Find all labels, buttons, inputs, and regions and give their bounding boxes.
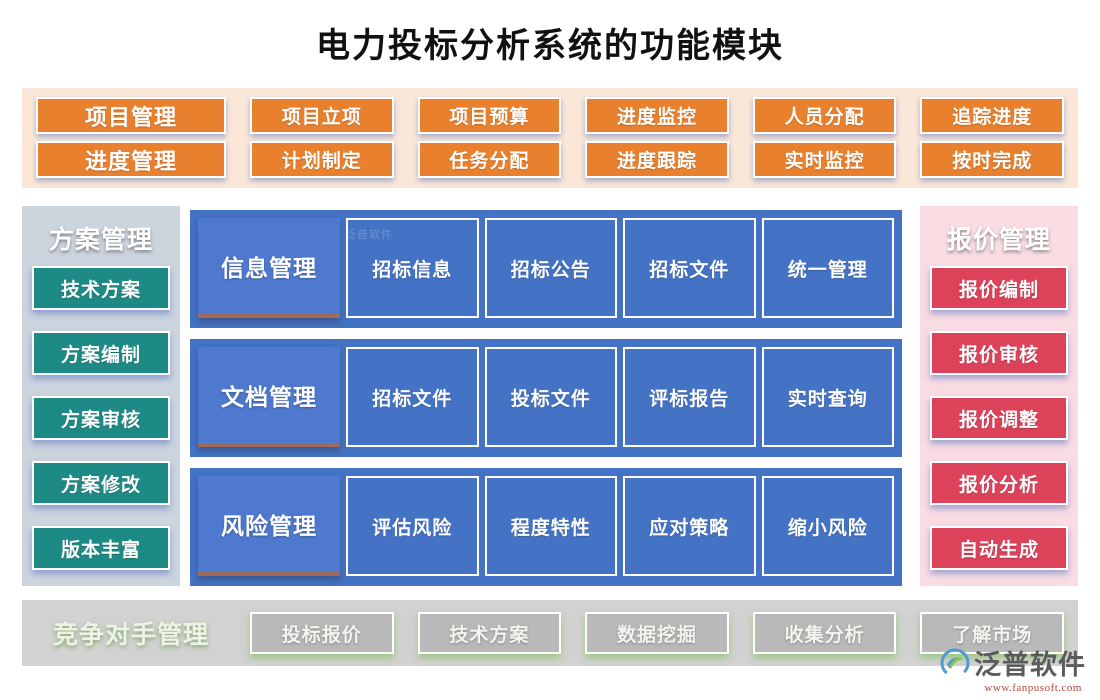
- band-lead-project-management[interactable]: 项目管理: [36, 97, 226, 134]
- risk-item-response-strategy[interactable]: 应对策略: [623, 476, 756, 576]
- band-item-staff-allocation[interactable]: 人员分配: [752, 97, 897, 134]
- scheme-item-scheme-review[interactable]: 方案审核: [32, 396, 170, 440]
- competitor-item-understand-market[interactable]: 了解市场: [920, 612, 1064, 654]
- risk-management-row: 风险管理 评估风险 程度特性 应对策略 缩小风险: [190, 468, 902, 586]
- competitor-item-technical-scheme[interactable]: 技术方案: [417, 612, 562, 654]
- info-item-bidding-documents[interactable]: 招标文件: [623, 218, 756, 318]
- info-item-unified-management[interactable]: 统一管理: [761, 218, 894, 318]
- row-label-risk-management[interactable]: 风险管理: [198, 476, 340, 576]
- band-lead-schedule-management[interactable]: 进度管理: [36, 141, 226, 178]
- band-item-realtime-monitoring[interactable]: 实时监控: [752, 141, 897, 178]
- center-modules: 信息管理 招标信息 招标公告 招标文件 统一管理 泛普软件 文档管理 招标文件 …: [190, 206, 902, 586]
- doc-item-bidding-documents[interactable]: 招标文件: [346, 347, 479, 447]
- scheme-management-heading: 方案管理: [48, 227, 153, 254]
- risk-item-assess-risk[interactable]: 评估风险: [346, 476, 479, 576]
- scheme-management-panel: 方案管理 技术方案 方案编制 方案审核 方案修改 版本丰富: [22, 206, 180, 586]
- band-item-progress-tracking[interactable]: 进度跟踪: [585, 141, 729, 178]
- competitor-management-heading: 竞争对手管理: [52, 622, 209, 649]
- quote-item-auto-generate[interactable]: 自动生成: [930, 526, 1068, 570]
- band-item-task-assignment[interactable]: 任务分配: [417, 141, 562, 178]
- page-title: 电力投标分析系统的功能模块: [316, 28, 784, 65]
- risk-item-degree-characteristics[interactable]: 程度特性: [484, 476, 617, 576]
- brand-url: www.fanpusoft.com: [984, 682, 1082, 694]
- project-management-band: 项目管理 项目立项 项目预算 进度监控 人员分配 追踪进度 进度管理 计划制定 …: [22, 88, 1078, 188]
- competitor-management-band: 竞争对手管理 投标报价 技术方案 数据挖掘 收集分析 了解市场: [22, 600, 1078, 666]
- scheme-item-technical-scheme[interactable]: 技术方案: [32, 266, 170, 310]
- doc-item-evaluation-report[interactable]: 评标报告: [623, 347, 756, 447]
- competitor-item-bid-price[interactable]: 投标报价: [250, 612, 394, 654]
- quotation-management-list: 报价编制 报价审核 报价调整 报价分析 自动生成: [930, 266, 1068, 576]
- quote-item-quotation-review[interactable]: 报价审核: [930, 331, 1068, 375]
- document-management-row: 文档管理 招标文件 投标文件 评标报告 实时查询: [190, 339, 902, 457]
- scheme-item-scheme-preparation[interactable]: 方案编制: [32, 331, 170, 375]
- band-item-track-progress[interactable]: 追踪进度: [920, 97, 1064, 134]
- quotation-management-heading: 报价管理: [946, 227, 1051, 254]
- band-item-project-initiation[interactable]: 项目立项: [250, 97, 394, 134]
- quote-item-quotation-adjustment[interactable]: 报价调整: [930, 396, 1068, 440]
- scheme-item-scheme-revision[interactable]: 方案修改: [32, 461, 170, 505]
- band-item-plan-formulation[interactable]: 计划制定: [250, 141, 394, 178]
- scheme-management-list: 技术方案 方案编制 方案审核 方案修改 版本丰富: [32, 266, 170, 576]
- doc-item-tender-documents[interactable]: 投标文件: [484, 347, 617, 447]
- row-label-document-management[interactable]: 文档管理: [198, 347, 340, 447]
- row-label-information-management[interactable]: 信息管理: [198, 218, 340, 318]
- information-management-row: 信息管理 招标信息 招标公告 招标文件 统一管理 泛普软件: [190, 210, 902, 328]
- quote-item-quotation-preparation[interactable]: 报价编制: [930, 266, 1068, 310]
- band-item-project-budget[interactable]: 项目预算: [417, 97, 562, 134]
- info-item-bidding-announcement[interactable]: 招标公告: [484, 218, 617, 318]
- quote-item-quotation-analysis[interactable]: 报价分析: [930, 461, 1068, 505]
- competitor-item-collect-analysis[interactable]: 收集分析: [752, 612, 897, 654]
- risk-item-reduce-risk[interactable]: 缩小风险: [761, 476, 894, 576]
- competitor-item-data-mining[interactable]: 数据挖掘: [585, 612, 729, 654]
- doc-item-realtime-query[interactable]: 实时查询: [761, 347, 894, 447]
- middle-region: 方案管理 技术方案 方案编制 方案审核 方案修改 版本丰富 信息管理 招标信息 …: [0, 206, 1100, 586]
- scheme-item-version-richness[interactable]: 版本丰富: [32, 526, 170, 570]
- band-item-on-time-completion[interactable]: 按时完成: [920, 141, 1064, 178]
- quotation-management-panel: 报价管理 报价编制 报价审核 报价调整 报价分析 自动生成: [920, 206, 1078, 586]
- band-item-progress-monitoring[interactable]: 进度监控: [585, 97, 729, 134]
- info-item-bidding-information[interactable]: 招标信息: [346, 218, 479, 318]
- project-management-grid: 项目管理 项目立项 项目预算 进度监控 人员分配 追踪进度 进度管理 计划制定 …: [22, 88, 1078, 188]
